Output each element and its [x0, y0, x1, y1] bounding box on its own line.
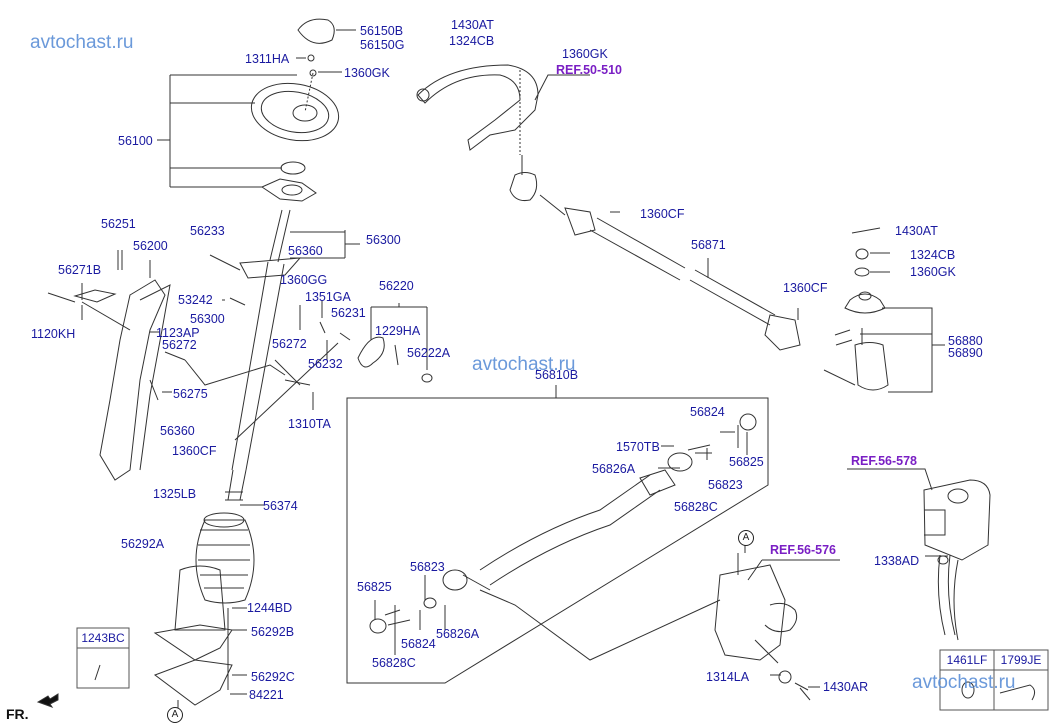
- front-orientation-label: FR.: [6, 706, 29, 722]
- ref-50-510[interactable]: REF.50-510: [556, 63, 623, 77]
- part-label[interactable]: 56272: [272, 337, 307, 351]
- part-label[interactable]: 56231: [331, 306, 366, 320]
- part-label[interactable]: 56824: [401, 637, 436, 651]
- part-label[interactable]: 56823: [708, 478, 743, 492]
- part-label[interactable]: 56871: [691, 238, 726, 252]
- lever-56200: [99, 279, 166, 481]
- ball-joint-lower: [854, 342, 889, 391]
- part-label[interactable]: 56823: [410, 560, 445, 574]
- part-label[interactable]: 84221: [249, 688, 284, 702]
- watermark: avtochast.ru: [472, 354, 576, 375]
- part-label[interactable]: 1325LB: [153, 487, 197, 501]
- part-label[interactable]: 56810B: [535, 368, 579, 382]
- watermark: avtochast.ru: [912, 672, 1016, 693]
- part-label[interactable]: 56220: [379, 279, 414, 293]
- part-label[interactable]: 1360GK: [344, 66, 390, 80]
- part-label[interactable]: 56292B: [251, 625, 295, 639]
- part-label[interactable]: 56828C: [372, 656, 416, 670]
- part-label[interactable]: 56150B: [360, 24, 404, 38]
- part-label[interactable]: 1120KH: [31, 327, 76, 341]
- pitman-arm: [417, 64, 539, 151]
- part-label[interactable]: 56374: [263, 499, 298, 513]
- part-label[interactable]: 1360GK: [562, 47, 608, 61]
- part-label[interactable]: 56360: [288, 244, 323, 258]
- boot-56292A: [195, 519, 255, 604]
- part-label[interactable]: 56826A: [592, 462, 636, 476]
- part-label[interactable]: 1244BD: [247, 601, 293, 615]
- part-label[interactable]: 1324CB: [910, 248, 956, 262]
- part-label[interactable]: 56826A: [436, 627, 480, 641]
- part-label[interactable]: 1360GG: [280, 273, 328, 287]
- part-label[interactable]: 1351GA: [305, 290, 351, 304]
- knob-56220: [357, 336, 385, 368]
- hose: [479, 474, 661, 586]
- part-label[interactable]: 1123AP: [156, 326, 200, 340]
- part-label[interactable]: 56100: [118, 134, 153, 148]
- horn-pad: [297, 18, 335, 44]
- steering-column: [231, 209, 291, 471]
- box-label-1461LF[interactable]: 1461LF: [946, 653, 988, 667]
- box-1243BC: [76, 627, 130, 689]
- box-56810B: [346, 397, 769, 684]
- watermark: avtochast.ru: [30, 32, 134, 53]
- part-label[interactable]: 1430AR: [823, 680, 869, 694]
- part-label[interactable]: 56824: [690, 405, 725, 419]
- steering-wheel: [250, 82, 340, 142]
- part-label[interactable]: 56300: [190, 312, 225, 326]
- part-label[interactable]: 56150G: [360, 38, 405, 52]
- part-label[interactable]: 56233: [190, 224, 225, 238]
- ref-56-576[interactable]: REF.56-576: [770, 543, 837, 557]
- part-label[interactable]: 56272: [162, 338, 197, 352]
- part-label[interactable]: 56232: [308, 357, 343, 371]
- bracket-56100: [157, 74, 297, 188]
- part-label[interactable]: 56222A: [407, 346, 451, 360]
- part-label[interactable]: 56880: [948, 334, 983, 348]
- bracket-56271B: [73, 289, 117, 303]
- part-label[interactable]: 56828C: [674, 500, 718, 514]
- part-label[interactable]: 1338AD: [874, 554, 920, 568]
- part-label[interactable]: 1360GK: [910, 265, 956, 279]
- tie-rod-end-upper: [509, 155, 538, 201]
- part-label[interactable]: 56251: [101, 217, 136, 231]
- part-label[interactable]: 56825: [729, 455, 764, 469]
- part-label[interactable]: 56825: [357, 580, 392, 594]
- front-arrow: [36, 693, 59, 708]
- box-label-1243BC[interactable]: 1243BC: [81, 631, 125, 645]
- box-label-1799JE[interactable]: 1799JE: [1000, 653, 1042, 667]
- reservoir-tank: [923, 479, 991, 561]
- circle-marker-a-gearbox: A: [738, 530, 754, 546]
- plate-56292C: [153, 659, 233, 706]
- part-label[interactable]: 1360CF: [783, 281, 828, 295]
- part-label[interactable]: 56360: [160, 424, 195, 438]
- part-label[interactable]: 53242: [178, 293, 213, 307]
- part-label[interactable]: 1430AT: [895, 224, 938, 238]
- part-label[interactable]: 56890: [948, 346, 983, 360]
- part-label[interactable]: 1314LA: [706, 670, 750, 684]
- part-label[interactable]: 56292A: [121, 537, 165, 551]
- part-label[interactable]: 1324CB: [449, 34, 495, 48]
- ball-joint-upper: [844, 293, 886, 314]
- tie-rod-56871: [589, 217, 776, 326]
- steering-gear-box: [714, 564, 786, 661]
- part-label[interactable]: 1360CF: [640, 207, 685, 221]
- circle-marker-a-bottom: A: [167, 707, 183, 723]
- part-label[interactable]: 56271B: [58, 263, 102, 277]
- part-label[interactable]: 56200: [133, 239, 168, 253]
- part-label[interactable]: 1570TB: [616, 440, 660, 454]
- part-label[interactable]: 56292C: [251, 670, 295, 684]
- part-label[interactable]: 1430AT: [451, 18, 494, 32]
- part-label[interactable]: 56275: [173, 387, 208, 401]
- plate-56292B: [153, 624, 233, 661]
- part-label[interactable]: 1229HA: [375, 324, 421, 338]
- part-label[interactable]: 1311HA: [245, 52, 290, 66]
- column-cover-plate: [260, 178, 317, 202]
- part-label[interactable]: 1360CF: [172, 444, 217, 458]
- ref-56-578[interactable]: REF.56-578: [851, 454, 918, 468]
- part-label[interactable]: 1310TA: [288, 417, 331, 431]
- part-label[interactable]: 56300: [366, 233, 401, 247]
